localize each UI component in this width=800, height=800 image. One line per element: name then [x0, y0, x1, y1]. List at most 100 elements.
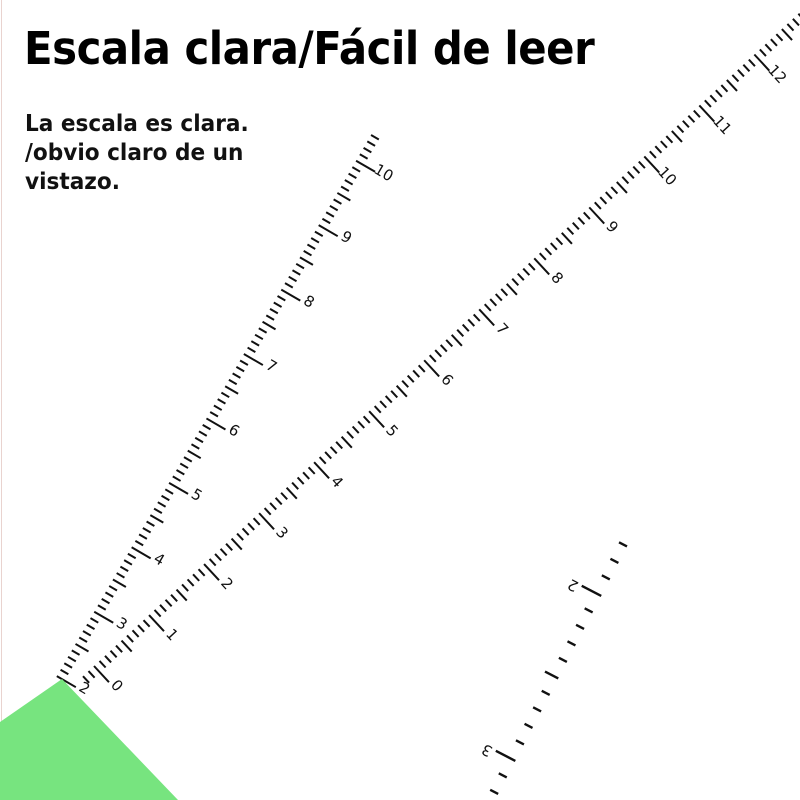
tick-mark — [566, 227, 575, 236]
tick-mark — [310, 237, 320, 244]
tick-mark — [561, 232, 573, 245]
tick-mark — [75, 643, 89, 653]
tick-mark — [632, 165, 641, 174]
tick-mark — [241, 527, 250, 536]
tick-mark — [277, 295, 286, 302]
tick-mark — [263, 507, 272, 516]
tick-mark — [720, 84, 729, 93]
tick-mark — [654, 145, 663, 154]
tick-mark — [417, 364, 426, 373]
tick-mark — [159, 604, 167, 613]
tick-mark — [618, 541, 628, 548]
tick-mark — [500, 288, 509, 297]
tick-mark — [439, 344, 448, 353]
tick-mark — [412, 369, 421, 378]
ruler-label: 11 — [709, 112, 735, 138]
tick-mark — [660, 140, 668, 149]
tick-mark — [373, 405, 382, 414]
tick-mark — [224, 385, 239, 395]
tick-mark — [123, 559, 133, 566]
tick-mark — [344, 179, 354, 186]
tick-mark — [138, 533, 148, 540]
tick-mark — [748, 58, 756, 67]
tick-mark — [274, 497, 283, 506]
tick-mark — [303, 250, 312, 257]
tick-mark — [731, 74, 740, 83]
tick-mark — [704, 99, 712, 108]
tick-mark — [401, 379, 410, 388]
tick-mark — [82, 630, 92, 637]
tick-mark — [483, 303, 492, 312]
tick-mark — [252, 517, 261, 526]
tick-mark — [348, 172, 357, 179]
tick-mark — [461, 323, 470, 332]
ruler-label: 8 — [300, 291, 317, 311]
tick-mark — [775, 33, 784, 42]
tick-mark — [291, 269, 301, 276]
tick-mark — [533, 257, 550, 276]
tick-mark — [522, 267, 531, 276]
tick-mark — [236, 532, 244, 541]
tick-mark — [516, 272, 525, 281]
tick-mark — [423, 359, 440, 378]
tick-mark — [205, 417, 226, 431]
tick-mark — [86, 623, 96, 630]
ruler-label: 4 — [151, 549, 168, 569]
tick-mark — [175, 588, 188, 602]
tick-mark — [179, 462, 189, 469]
subtitle-line-2: /obvio claro de un — [25, 140, 244, 166]
ruler-label: 7 — [263, 356, 280, 376]
tick-mark — [539, 252, 547, 261]
tick-mark — [296, 476, 305, 485]
tick-mark — [198, 430, 208, 437]
tick-mark — [445, 339, 454, 348]
tick-mark — [649, 150, 657, 159]
tick-mark — [370, 134, 380, 141]
tick-mark — [295, 262, 305, 270]
ruler-label: 10 — [654, 163, 680, 189]
tick-mark — [149, 514, 164, 524]
tick-mark — [137, 624, 145, 633]
tick-mark — [671, 130, 683, 143]
tick-mark — [208, 558, 217, 567]
tick-mark — [170, 593, 178, 602]
tick-mark — [572, 221, 580, 230]
ruler-label: 5 — [188, 485, 205, 505]
tick-mark — [190, 443, 200, 450]
tick-mark — [599, 196, 608, 205]
tick-mark — [142, 527, 152, 534]
tick-mark — [284, 282, 294, 289]
tick-mark — [355, 159, 376, 173]
tick-mark — [153, 609, 162, 618]
ruler-label: 2 — [217, 574, 237, 593]
ruler-label: 1 — [162, 625, 182, 644]
tick-mark — [609, 557, 619, 565]
tick-mark — [116, 572, 125, 579]
tick-mark — [247, 522, 255, 531]
tick-mark — [676, 125, 685, 134]
tick-mark — [610, 186, 619, 195]
tick-mark — [109, 650, 118, 658]
tick-mark — [93, 665, 110, 683]
tick-mark — [131, 546, 152, 560]
ruler-label: 9 — [338, 227, 355, 247]
tick-mark — [181, 583, 189, 592]
tick-mark — [581, 584, 602, 598]
tick-mark — [368, 410, 385, 429]
ruler-label: 3 — [479, 740, 496, 760]
tick-mark — [333, 198, 342, 205]
tick-mark — [209, 411, 219, 418]
tick-mark — [228, 378, 238, 386]
tick-mark — [616, 181, 628, 194]
tick-mark — [164, 488, 174, 495]
tick-mark — [489, 298, 498, 307]
tick-mark — [450, 334, 463, 347]
tick-mark — [172, 475, 182, 482]
tick-mark — [495, 749, 516, 763]
tick-mark — [285, 486, 298, 500]
ruler-label: 10 — [371, 160, 397, 185]
ruler-label: 4 — [327, 472, 347, 491]
tick-mark — [134, 539, 144, 547]
